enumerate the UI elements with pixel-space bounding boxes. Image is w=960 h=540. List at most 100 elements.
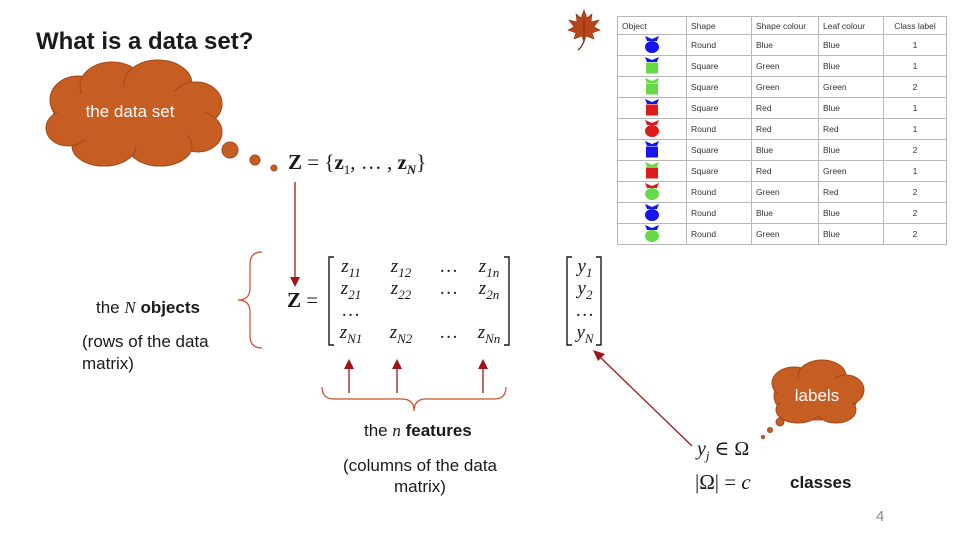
matrix-cell: z12 [374, 256, 428, 281]
table-cell-class-label: 1 [883, 55, 947, 77]
label-vector-entry: yN [570, 322, 600, 347]
table-cell-shape: Round [686, 34, 752, 56]
label-index: 2 [585, 286, 593, 302]
objects-var: N [124, 298, 136, 317]
object-cell [617, 97, 687, 119]
fruit-shape [646, 83, 658, 95]
matrix-cell-index: Nn [485, 330, 501, 346]
table-cell-leaf-colour: Blue [818, 202, 884, 224]
matrix-cell-index: 22 [398, 286, 412, 302]
object-cell [617, 202, 687, 224]
table-cell-leaf-colour: Blue [818, 55, 884, 77]
label-y-sub: j [705, 448, 710, 463]
table-cell-shape-colour: Green [751, 223, 819, 245]
objects-label: the N objects [96, 298, 200, 318]
object-cell [617, 223, 687, 245]
matrix-equals: = [306, 288, 319, 312]
features-brace [321, 386, 507, 412]
leaf-shape [645, 204, 659, 209]
feature-arrows [344, 359, 488, 393]
fruit-shape [645, 125, 659, 137]
matrix-cell-symbol: z [477, 322, 486, 343]
features-sublabel: (columns of the data matrix) [320, 455, 520, 497]
features-sub-line1: (columns of the data [342, 456, 498, 475]
label-symbol: y [577, 278, 586, 299]
label-membership: yj ∈ Ω [697, 436, 749, 464]
object-cell [617, 139, 687, 161]
fruit-object-icon [645, 141, 659, 158]
matrix-cell: zN2 [374, 322, 428, 347]
table-cell-shape-colour: Red [751, 160, 819, 182]
table-cell-class-label: 1 [883, 97, 947, 119]
table-cell-shape: Square [686, 139, 752, 161]
leaf-shape [645, 183, 659, 188]
table-header-row: Object Shape Shape colour Leaf colour Cl… [617, 16, 947, 35]
table-cell-shape: Square [686, 160, 752, 182]
leaf-shape [645, 78, 659, 83]
table-cell-shape-colour: Blue [751, 34, 819, 56]
class-count: |Ω| = c [695, 470, 751, 495]
leaf-shape [645, 120, 659, 125]
features-bold: features [405, 421, 472, 440]
label-y: y [697, 438, 706, 460]
objects-sub-line2: matrix) [82, 354, 134, 373]
leaf-shape [645, 36, 659, 41]
matrix-cell-symbol: z [341, 256, 349, 277]
matrix-cell-index: 1n [486, 264, 500, 280]
close-brace: } [416, 150, 427, 174]
table-cell-leaf-colour: Blue [818, 223, 884, 245]
omega-cardinality: |Ω| = [695, 470, 742, 494]
table-cell-leaf-colour: Red [818, 118, 884, 140]
fruit-object-icon [645, 120, 659, 137]
features-label: the n features [364, 421, 472, 441]
table-cell-class-label: 2 [883, 76, 947, 98]
col-header-object: Object [617, 16, 687, 35]
fruit-object-icon [645, 162, 659, 179]
matrix-cell-symbol: z [478, 256, 487, 277]
label-symbol: … [576, 300, 594, 321]
example-data-table: Object Shape Shape colour Leaf colour Cl… [617, 16, 947, 245]
object-cell [617, 76, 687, 98]
table-cell-class-label: 2 [883, 181, 947, 203]
table-cell-class-label: 1 [883, 118, 947, 140]
label-index: N [584, 330, 594, 346]
table-cell-shape: Round [686, 202, 752, 224]
fruit-shape [645, 41, 659, 53]
slide-title: What is a data set? [36, 28, 254, 55]
dataset-equation: Z = {z1, … , zN} [288, 150, 426, 178]
matrix-cell-symbol: z [340, 278, 349, 299]
dataset-symbol: Z [288, 150, 303, 174]
table-cell-leaf-colour: Red [818, 181, 884, 203]
objects-prefix: the [96, 298, 125, 317]
matrix-equation-lhs: Z = [287, 288, 318, 313]
leaf-shape [645, 99, 659, 104]
page-number: 4 [876, 508, 885, 525]
classes-word: classes [790, 473, 852, 492]
matrix-cell-symbol: z [339, 322, 348, 343]
table-cell-class-label: 1 [883, 34, 947, 56]
matrix-cell: … [422, 322, 476, 344]
matrix-cell-symbol: z [389, 322, 398, 343]
table-cell-shape-colour: Green [751, 76, 819, 98]
fruit-object-icon [645, 99, 659, 116]
matrix-cell: z11 [324, 256, 378, 281]
table-cell-class-label: 2 [883, 202, 947, 224]
matrix-cell-index: N2 [397, 330, 413, 346]
matrix-cell-symbol: … [440, 256, 458, 277]
labels-cloud-label: labels [794, 386, 840, 405]
table-cell-shape-colour: Blue [751, 202, 819, 224]
leaf-shape [645, 162, 659, 167]
objects-bold: objects [140, 298, 200, 317]
features-prefix: the [364, 421, 393, 440]
table-cell-shape: Round [686, 181, 752, 203]
col-header-shape-colour: Shape colour [751, 16, 819, 35]
